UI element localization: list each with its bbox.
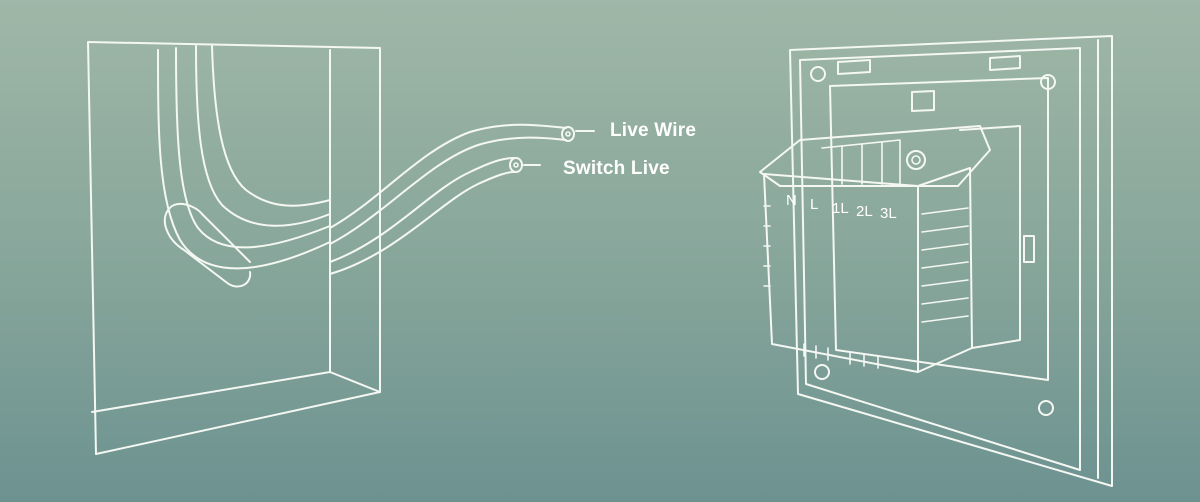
cable-sleeve-1: [163, 209, 252, 288]
cable-middle: [175, 47, 331, 249]
switch-live-upper: [329, 157, 515, 263]
terminal-block: [821, 139, 901, 187]
terminal-label-2l: 2L: [856, 203, 873, 220]
mount-hole-bl: [814, 364, 830, 380]
switch-live-end: [509, 157, 523, 173]
frame-slot: [1023, 235, 1035, 263]
faceplate-outer: [789, 35, 1113, 487]
terminal-label-1l: 1L: [832, 200, 849, 217]
top-clip-right: [989, 55, 1021, 71]
cable-back: [211, 45, 331, 207]
mount-hole-tl: [810, 66, 826, 82]
edge-notches: [763, 205, 771, 287]
faceplate-inner: [799, 47, 1081, 471]
live-wire-lower: [329, 136, 567, 245]
module-side: [917, 167, 973, 373]
cable-sleeve-2: [167, 202, 251, 263]
cable-inner: [195, 45, 331, 227]
switch-live-label: Switch Live: [563, 158, 670, 179]
top-tab: [911, 90, 935, 112]
wall-box-depth-edge: [329, 371, 381, 393]
terminal-label-l: L: [810, 196, 819, 213]
terminal-label-n: N: [786, 192, 797, 209]
module-back-block: [959, 125, 1021, 349]
live-wire-label: Live Wire: [610, 120, 697, 141]
switch-live-lower: [329, 171, 515, 275]
terminal-screw: [906, 150, 926, 170]
terminal-label-3l: 3L: [880, 205, 897, 222]
cable-outer: [157, 49, 331, 270]
bottom-pins: [803, 343, 879, 369]
top-clip-left: [837, 59, 871, 75]
cooling-fins: [921, 207, 969, 323]
live-wire-end: [561, 126, 575, 142]
mount-hole-br: [1038, 400, 1054, 416]
frame-back: [829, 77, 1049, 381]
module-top: [759, 125, 991, 187]
live-wire-upper: [329, 123, 567, 229]
